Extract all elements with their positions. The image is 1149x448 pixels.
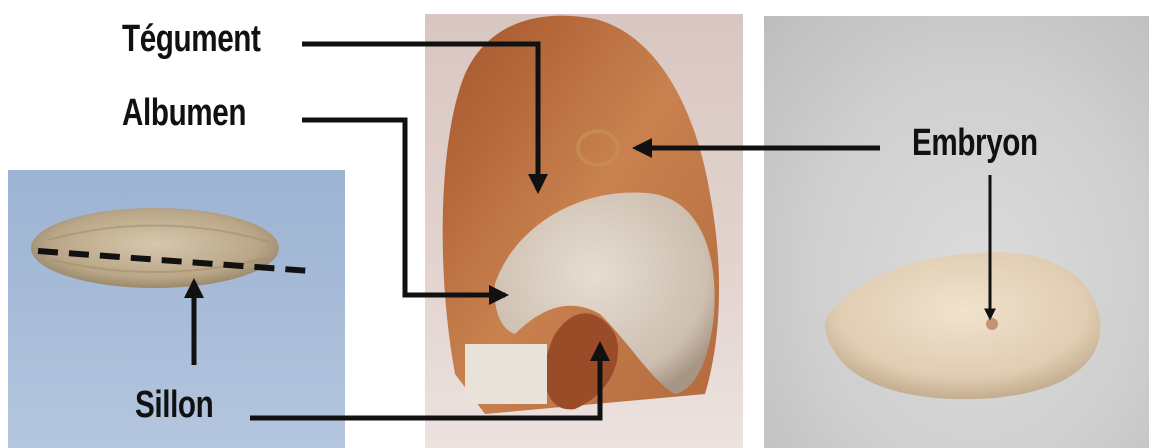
grain-split-dashed-line xyxy=(38,251,310,271)
label-tegument: Tégument xyxy=(122,18,260,61)
arrow-albumen xyxy=(302,120,505,295)
arrow-tegument xyxy=(302,44,538,190)
arrow-sillon-to-cut xyxy=(250,345,600,418)
label-sillon: Sillon xyxy=(135,384,213,427)
label-albumen: Albumen xyxy=(122,92,246,135)
label-embryon: Embryon xyxy=(912,122,1038,165)
